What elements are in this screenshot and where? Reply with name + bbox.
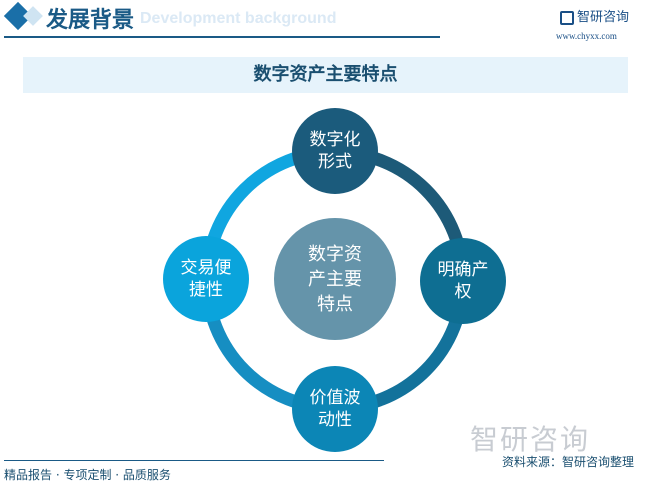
node-line: 交易便 [180,258,232,278]
header-title: 发展背景 [46,8,135,33]
center-line: 特点 [317,293,353,315]
header-divider [4,36,440,38]
center-node: 数字资产主要特点 [274,218,396,340]
node-line: 价值波 [309,388,361,408]
node-line: 捷性 [189,280,223,300]
brand-logo: 智研咨询 [560,6,629,25]
footer-slogan: 精品报告 · 专项定制 · 品质服务 [4,468,171,482]
header-subtitle: Development background [140,10,337,27]
center-line: 产主要 [308,268,362,290]
node-trade-convenience: 交易便捷性 [163,236,249,322]
node-digital-form: 数字化形式 [292,108,378,194]
node-line: 明确产 [437,260,489,280]
logo-icon [560,10,574,25]
node-line: 权 [454,282,472,302]
footer-divider [4,460,384,461]
node-line: 形式 [318,152,352,172]
source-note: 资料来源：智研咨询整理 [502,453,635,470]
node-value-volatility: 价值波动性 [292,366,378,452]
node-clear-ownership: 明确产权 [420,238,506,324]
brand-url: www.chyxx.com [556,31,617,41]
banner-title: 数字资产主要特点 [23,57,628,93]
logo-text: 智研咨询 [577,10,630,25]
center-line: 数字资 [308,243,362,265]
watermark-logo: 智研咨询 [470,423,591,456]
node-line: 动性 [318,410,352,430]
node-line: 数字化 [309,130,361,150]
